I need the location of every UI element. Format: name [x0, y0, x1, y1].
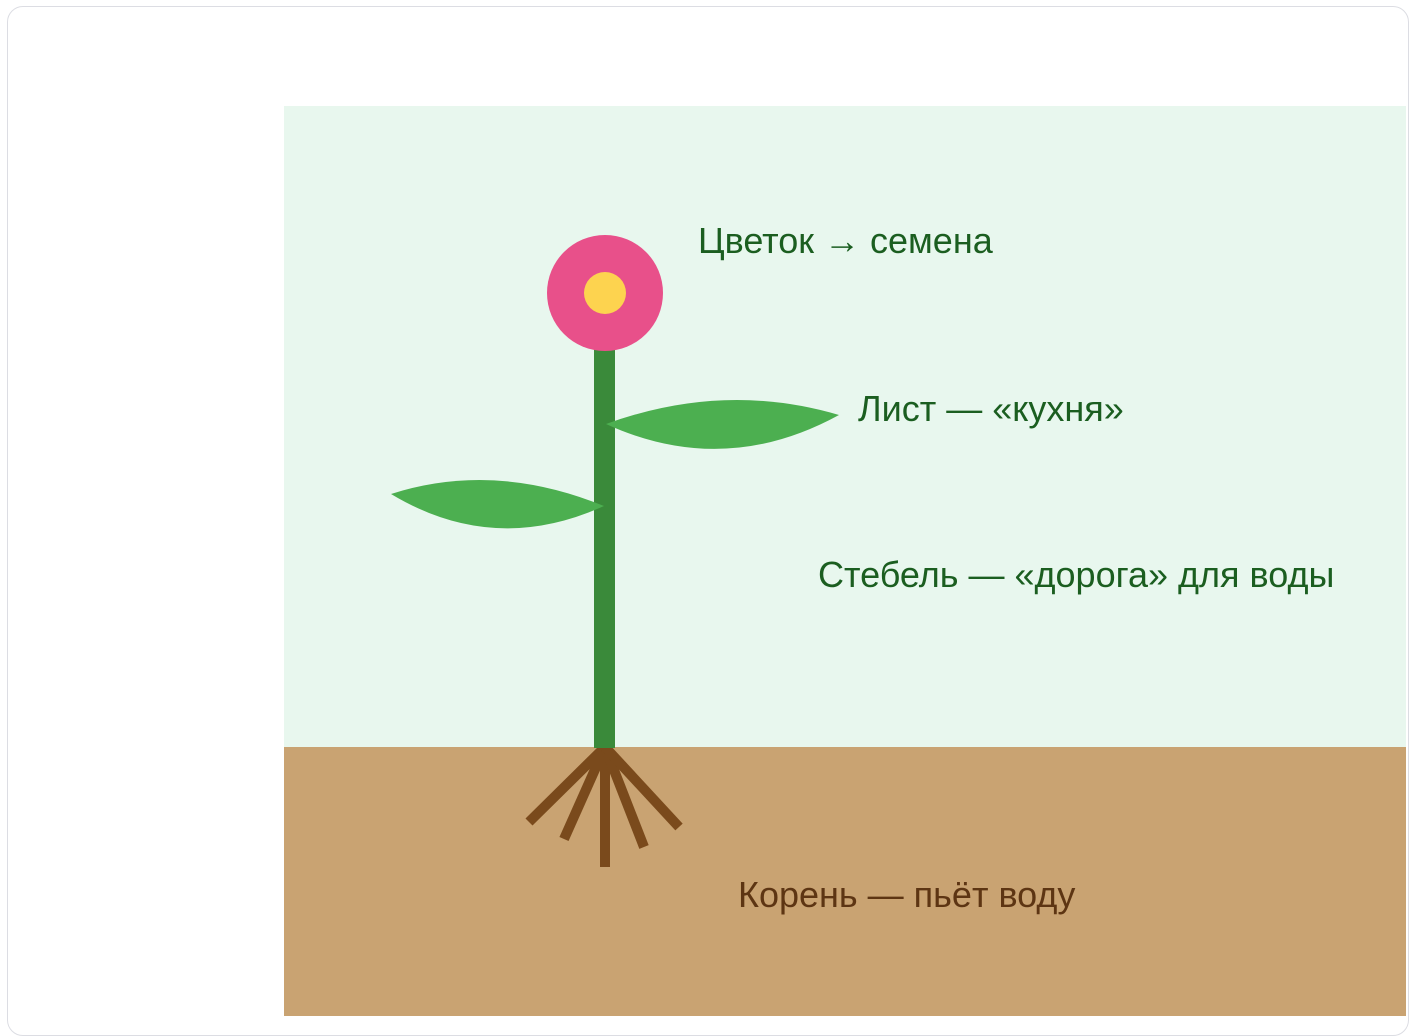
label-flower: Цветок → семена [698, 220, 994, 261]
plant-diagram: Цветок → семена Лист — «кухня» Стебель —… [284, 106, 1406, 1016]
label-root: Корень — пьёт воду [738, 874, 1075, 915]
sky-background [284, 106, 1406, 748]
label-stem: Стебель — «дорога» для воды [818, 554, 1334, 595]
label-leaf: Лист — «кухня» [858, 388, 1124, 429]
diagram-card: Цветок → семена Лист — «кухня» Стебель —… [7, 6, 1409, 1036]
plant-stem [594, 346, 615, 748]
plant-svg: Цветок → семена Лист — «кухня» Стебель —… [284, 106, 1406, 1016]
flower-center [584, 272, 626, 314]
